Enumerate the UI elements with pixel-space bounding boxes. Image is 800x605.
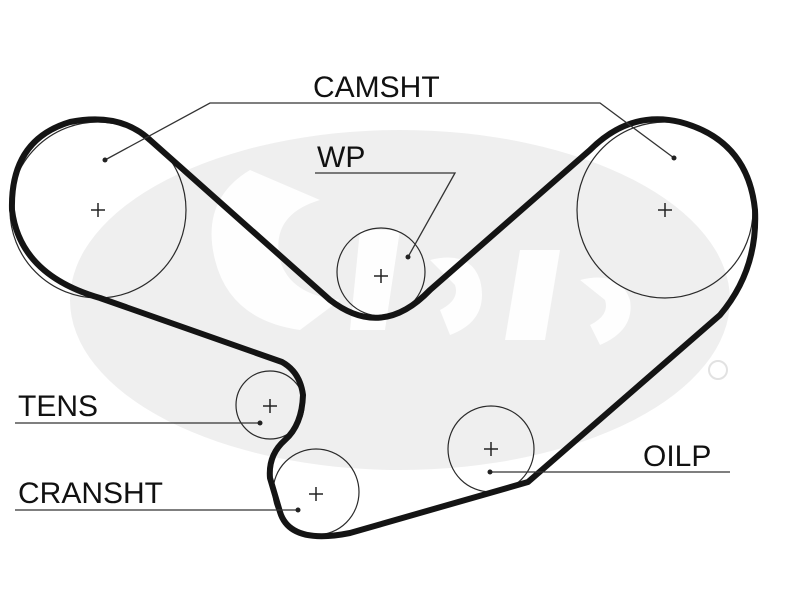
leader-dot-camshaft-left [102,157,108,163]
leader-dot-water-pump [405,254,411,260]
leader-dot-tensioner [257,420,263,426]
watermark-oval [70,130,730,470]
label-camshaft: CAMSHT [313,71,440,104]
leader-water-pump [315,172,457,258]
watermark-glyph-2 [350,230,400,330]
center-cross-water-pump [374,269,388,283]
watermark-registered-mark [708,360,728,380]
label-water-pump: WP [317,141,365,174]
leader-dot-camshaft-right [671,155,677,161]
watermark-glyph-4 [505,250,560,340]
watermark-logo [70,130,730,470]
center-cross-crankshaft [309,487,323,501]
center-cross-camshaft-right [658,203,672,217]
center-cross-tensioner [263,399,277,413]
label-crankshaft: CRANSHT [18,477,163,510]
watermark-glyph-3 [430,257,482,335]
leader-dot-oil-pump [487,469,493,475]
center-cross-camshaft-left [91,203,105,217]
center-cross-oil-pump [484,442,498,456]
label-tensioner: TENS [18,390,98,423]
label-oil-pump: OILP [643,440,711,473]
leader-camshaft [104,102,675,161]
watermark-glyph-5 [580,277,631,345]
leader-dot-crankshaft [295,507,301,513]
timing-belt [8,116,759,540]
